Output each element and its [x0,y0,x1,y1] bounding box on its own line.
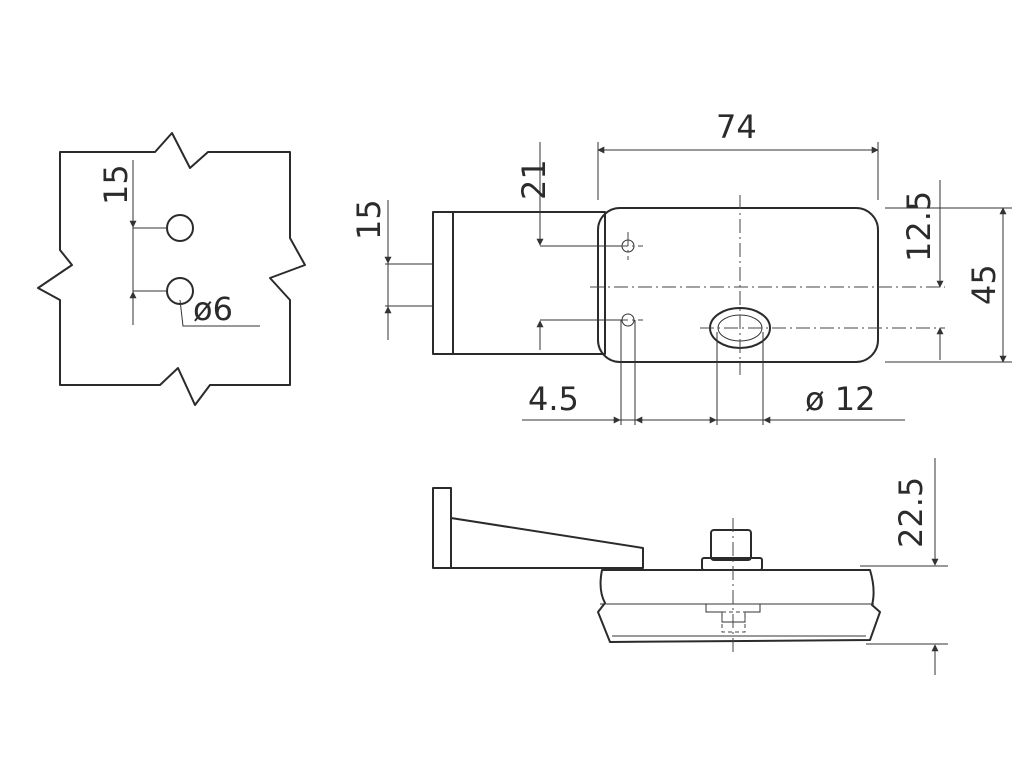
lamp-body [597,207,879,363]
detail-hole-upper [166,214,194,242]
cable-diameter-label: ø 12 [805,380,875,418]
bracket-flange [432,211,454,355]
detail-view: 15 ø6 [37,132,306,406]
bracket-15-label: 15 [350,199,388,240]
bracket-arm [452,211,606,355]
detail-hole-spacing-label: 15 [97,164,135,205]
connector-stub [710,529,752,561]
side-bracket-flange [432,487,452,569]
length-74-label: 74 [716,108,757,146]
side-view: 22.5 [432,458,948,675]
offset-12-5-label: 12.5 [900,191,938,262]
side-bracket-arm [450,517,644,569]
lamp-side-body [597,569,881,643]
height-45-label: 45 [965,264,1003,305]
depth-22-5-label: 22.5 [892,477,930,548]
edge-4-5-label: 4.5 [528,380,579,418]
detail-plate-outline [37,132,306,406]
front-view: 74 45 12.5 21 15 4.5 ø 12 [350,108,1012,425]
diameter-leader [179,299,260,327]
hole-spacing-21-label: 21 [515,159,553,200]
hole-diameter-label: ø6 [193,290,233,328]
